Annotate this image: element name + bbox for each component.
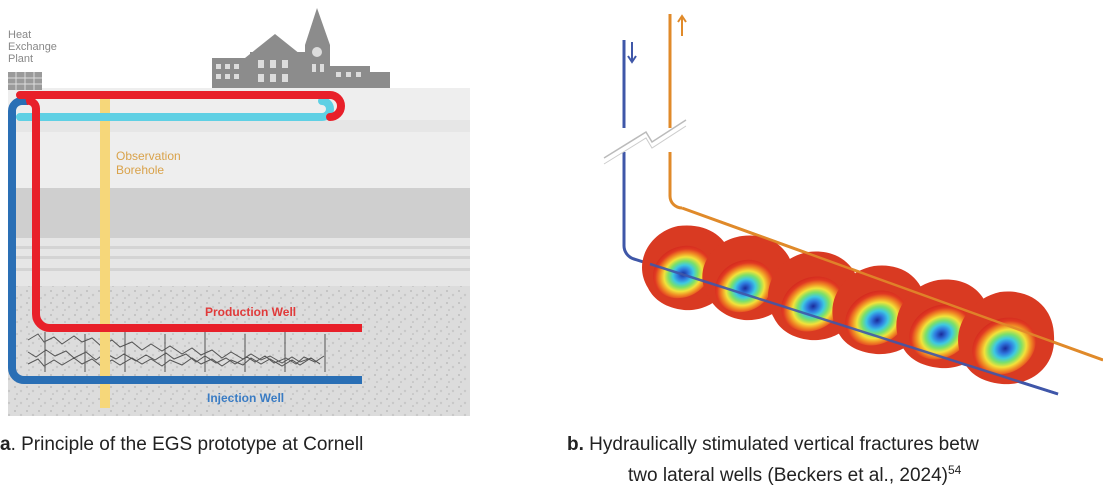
caption-a-text: . Principle of the EGS prototype at Corn… bbox=[10, 434, 364, 455]
production-well-label: Production Well bbox=[205, 305, 296, 319]
caption-a-label: a bbox=[0, 434, 11, 455]
production-vertical-well bbox=[668, 14, 683, 210]
plant-label-line3: Plant bbox=[8, 53, 33, 65]
fracture-network bbox=[27, 332, 326, 372]
egs-cornell-diagram: Heat Exchange Plant Observation Borehole… bbox=[0, 0, 470, 420]
injection-well-label: Injection Well bbox=[207, 391, 284, 405]
up-arrow-icon bbox=[677, 14, 687, 36]
caption-b-label: b. bbox=[567, 434, 584, 455]
plant-label-line2: Exchange bbox=[8, 41, 57, 53]
caption-b-text-line2: two lateral wells (Beckers et al., 2024) bbox=[628, 465, 948, 486]
fractures-diagram-svg bbox=[600, 14, 1103, 396]
middle-rock-layer bbox=[8, 188, 470, 238]
fracture-6 bbox=[958, 291, 1055, 385]
plant-label-line1: Heat bbox=[8, 29, 31, 41]
caption-b-second-line: two lateral wells (Beckers et al., 2024)… bbox=[628, 458, 961, 488]
down-arrow-icon bbox=[627, 42, 637, 64]
caption-b: b. Hydraulically stimulated vertical fra… bbox=[567, 432, 979, 457]
production-well-pipe bbox=[25, 96, 362, 332]
injection-lateral-well bbox=[622, 244, 1059, 396]
break-symbol-icon bbox=[603, 119, 687, 159]
observation-label-line2: Borehole bbox=[116, 163, 164, 177]
observation-borehole bbox=[100, 96, 110, 408]
caption-b-text-line1: Hydraulically stimulated vertical fractu… bbox=[583, 434, 979, 455]
caption-b-reference: 54 bbox=[947, 463, 962, 477]
egs-diagram-svg: Heat Exchange Plant Observation Borehole… bbox=[8, 8, 470, 416]
injection-well-pipe bbox=[8, 97, 362, 384]
cold-return-pipe bbox=[16, 97, 334, 121]
caption-a: a. Principle of the EGS prototype at Cor… bbox=[0, 432, 363, 457]
upper-ground-layer bbox=[8, 88, 470, 188]
lateral-wells-fractures-diagram bbox=[560, 0, 1103, 420]
striped-layer bbox=[8, 238, 470, 286]
observation-label-line1: Observation bbox=[116, 149, 181, 163]
production-surface-pipe bbox=[16, 91, 345, 121]
